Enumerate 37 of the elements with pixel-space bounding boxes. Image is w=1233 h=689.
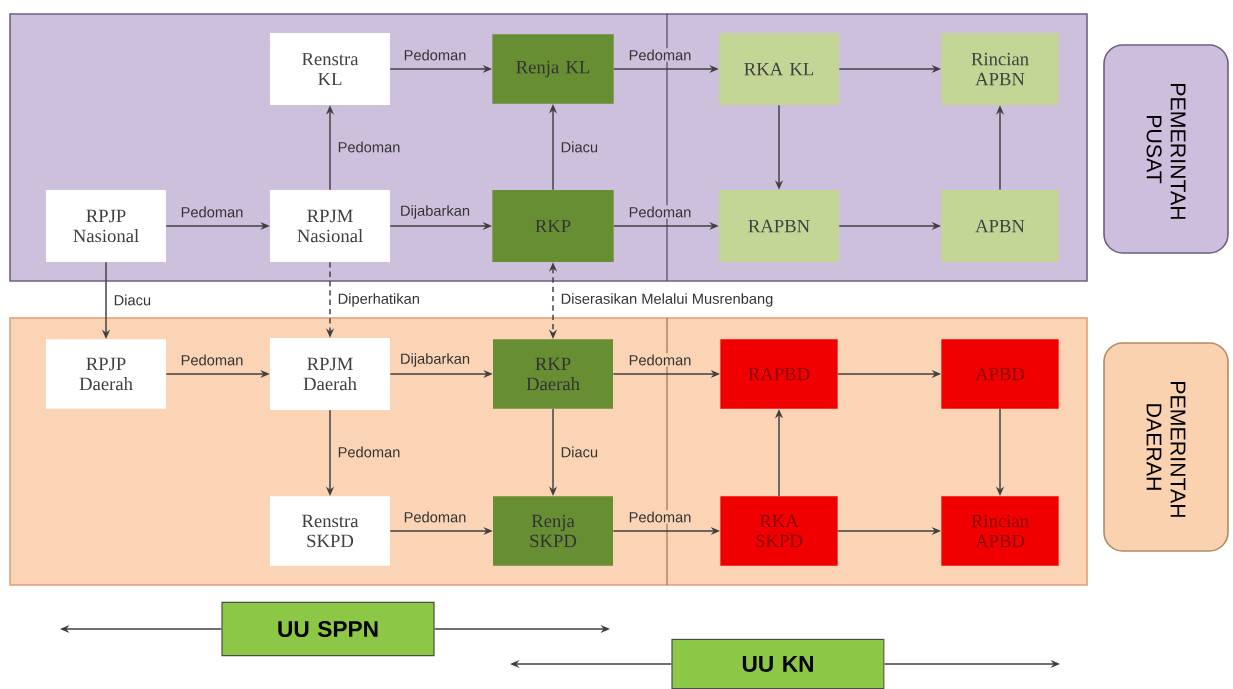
process-box: RKA KL xyxy=(719,33,839,105)
edge-label: Pedoman xyxy=(627,48,693,62)
edge-label: Diserasikan Melalui Musrenbang xyxy=(559,291,775,309)
law-box: UU SPPN xyxy=(221,601,435,657)
edge-label: Diacu xyxy=(559,140,600,154)
process-box: Rincian APBD xyxy=(941,496,1059,566)
law-box: UU KN xyxy=(671,638,885,689)
edge-label: Pedoman xyxy=(179,353,245,367)
edge-label: Pedoman xyxy=(627,205,693,219)
process-box: RPJM Nasional xyxy=(270,190,390,262)
process-box: RKP xyxy=(492,190,614,262)
side-label-box: PEMERINTAH PUSAT xyxy=(1103,44,1229,254)
process-box: RPJM Daerah xyxy=(270,338,390,410)
edge-label: Pedoman xyxy=(627,510,693,524)
process-box: Renja SKPD xyxy=(493,496,613,566)
edge-label: Pedoman xyxy=(336,140,402,154)
process-box: RKP Daerah xyxy=(493,339,613,409)
edge-label: Pedoman xyxy=(336,445,402,459)
edge-label: Diacu xyxy=(559,445,600,459)
edge-label: Pedoman xyxy=(402,48,468,62)
edge-label: Diacu xyxy=(112,293,153,307)
edge-label: Pedoman xyxy=(627,353,693,367)
process-box: APBN xyxy=(941,190,1059,262)
process-box: RAPBN xyxy=(719,190,839,262)
process-box: RKA SKPD xyxy=(720,496,838,566)
process-box: Rincian APBN xyxy=(941,33,1059,105)
process-box: RPJP Daerah xyxy=(46,339,166,409)
process-box: Renja KL xyxy=(492,34,614,104)
process-box: APBD xyxy=(941,339,1059,409)
process-box: RPJP Nasional xyxy=(46,190,166,262)
edge-label: Diperhatikan xyxy=(336,291,422,309)
process-box: Renstra SKPD xyxy=(270,496,390,566)
side-label-box: PEMERINTAH DAERAH xyxy=(1103,342,1229,552)
edge-label: Pedoman xyxy=(179,205,245,219)
edge-label: Pedoman xyxy=(402,510,468,524)
process-box: Renstra KL xyxy=(270,33,390,105)
process-box: RAPBD xyxy=(720,339,838,409)
